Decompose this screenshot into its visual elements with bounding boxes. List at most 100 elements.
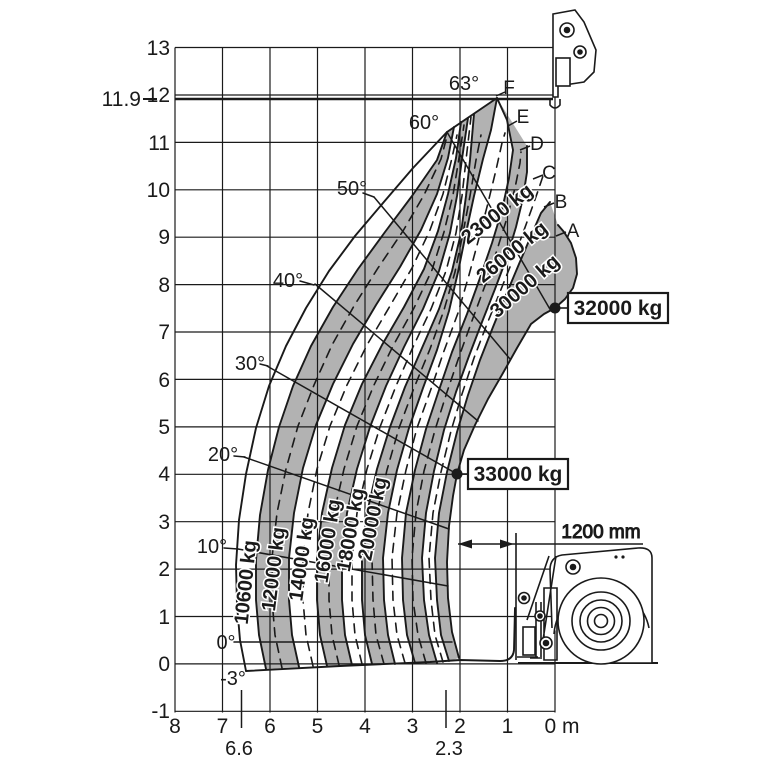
x-tick-7: 7 — [217, 715, 229, 738]
fork-heel-base — [526, 657, 546, 664]
carriage-shank — [555, 57, 571, 87]
angle-label-63: 63° — [449, 73, 479, 95]
boom-angle-labels: 63° 60° 50° 40° 30° 20° 10° 0° -3° — [197, 73, 479, 690]
band-26000 — [402, 98, 527, 663]
angle-label-50: 50° — [337, 178, 367, 200]
angle-line-10deg — [237, 548, 449, 587]
band-20000 — [362, 98, 497, 664]
machine-bolt-hub — [569, 563, 577, 571]
mast-roller-2-hub — [537, 613, 543, 619]
cab-dot-2 — [621, 555, 625, 559]
angle-line-40deg — [314, 283, 479, 422]
angle-label-20: 20° — [208, 444, 238, 466]
angle-line-30deg — [266, 365, 458, 475]
max-capacity-boundary-curve — [446, 224, 578, 659]
callout-33000: 33000 kg — [451, 457, 570, 491]
y-tick-neg1: -1 — [151, 700, 170, 723]
y-tick-13: 13 — [147, 37, 170, 60]
carriage-roller-upper-hub — [563, 26, 571, 34]
mast-links — [526, 555, 558, 661]
stage-dash-E — [391, 132, 506, 664]
rated-point-32000-dot — [549, 302, 561, 314]
y-tick-0: 0 — [158, 653, 170, 676]
band-16000 — [317, 118, 468, 666]
angle-line-60deg — [446, 131, 552, 312]
wheel-rim — [571, 591, 631, 651]
mast-roller-3-hub — [542, 639, 550, 647]
callout-32000: 32000 kg — [549, 291, 670, 325]
boom-stage-letters: F E D C B A — [495, 78, 580, 242]
stage-letter-F: F — [503, 78, 515, 99]
angle-label-0: 0° — [216, 632, 235, 654]
curve-12000-14000 — [288, 126, 455, 668]
stage-dash-C — [428, 175, 544, 663]
angle-line-50deg — [373, 196, 511, 360]
carriage-roller-lower-hub — [577, 49, 583, 55]
outer-boundary-curve — [235, 97, 498, 672]
stage-dash-20000 — [371, 134, 482, 665]
curve-23000-26000 — [401, 97, 514, 664]
dimension-label: 1200 mm — [561, 522, 640, 543]
y-tick-2: 2 — [158, 558, 170, 581]
stage-letter-B: B — [555, 192, 568, 213]
angle-line-20deg — [243, 456, 450, 530]
fork-cylinder — [522, 626, 536, 656]
stage-dash-14000 — [302, 134, 458, 667]
machine-front-illustration — [515, 533, 658, 665]
x-tick-8: 8 — [169, 715, 181, 738]
x-axis-labels: 8 7 6 5 4 3 2 1 0 m 6.6 2.3 — [169, 690, 580, 760]
y-tick-5: 5 — [158, 416, 170, 439]
callout-32000-box — [566, 291, 670, 325]
stage-letter-E: E — [517, 107, 530, 128]
callout-33000-box — [466, 457, 570, 491]
x-tick-3: 3 — [407, 715, 419, 738]
stage-dash-16000 — [328, 124, 465, 666]
x-tick-2: 2 — [454, 715, 466, 738]
fork-carriage-icon — [552, 9, 597, 98]
angle-label-40: 40° — [273, 270, 303, 292]
stage-letter-D: D — [530, 134, 544, 155]
angle-label-60: 60° — [409, 112, 439, 134]
max-height-line — [143, 97, 561, 109]
angle-label-10: 10° — [197, 536, 227, 558]
y-axis-labels: 13 12 11 10 9 8 7 6 5 4 3 2 1 0 -1 11.9 — [102, 37, 171, 723]
y-tick-7: 7 — [158, 321, 170, 344]
curve-18000-20000 — [361, 113, 475, 665]
curve-14000-16000 — [316, 121, 462, 667]
stage-letter-ticks — [495, 91, 567, 237]
y-tick-11: 11 — [148, 132, 170, 155]
x-tick-6-6: 6.6 — [225, 738, 253, 760]
dimension-1200mm: 1200 mm — [458, 522, 643, 549]
wheel-axle — [593, 613, 609, 629]
x-tick-1: 1 — [502, 715, 514, 738]
x-tick-5: 5 — [312, 715, 324, 738]
x-tick-6: 6 — [264, 715, 276, 738]
angle-label-ticks — [223, 192, 375, 643]
y-tick-9: 9 — [158, 226, 170, 249]
wheel-hub — [586, 606, 616, 636]
angle-label-neg3: -3° — [220, 668, 246, 690]
y-tick-4: 4 — [158, 463, 170, 486]
band-12000 — [256, 127, 454, 669]
callout-33000-label: 33000 kg — [474, 463, 563, 486]
curve-26000-30000 — [421, 145, 528, 664]
callout-32000-label: 32000 kg — [574, 297, 663, 320]
wheel-tire — [557, 577, 645, 665]
y-tick-10: 10 — [147, 179, 170, 202]
fork-tip-hook — [549, 99, 561, 109]
y-tick-6: 6 — [158, 369, 170, 392]
wheel-ring — [579, 599, 623, 643]
rated-point-33000-dot — [451, 468, 463, 480]
mast-roller-1-hub — [521, 595, 527, 601]
grid-horizontal-lines — [175, 46, 555, 712]
curve-20000-23000 — [382, 97, 498, 665]
cab-dot-1 — [614, 555, 618, 559]
x-tick-2-3: 2.3 — [435, 738, 463, 760]
x-tick-0m: 0 m — [544, 715, 579, 738]
y-tick-12: 12 — [147, 84, 170, 107]
stage-letter-C: C — [542, 163, 556, 184]
y-tick-1: 1 — [158, 606, 170, 629]
y-tick-3: 3 — [158, 511, 170, 534]
